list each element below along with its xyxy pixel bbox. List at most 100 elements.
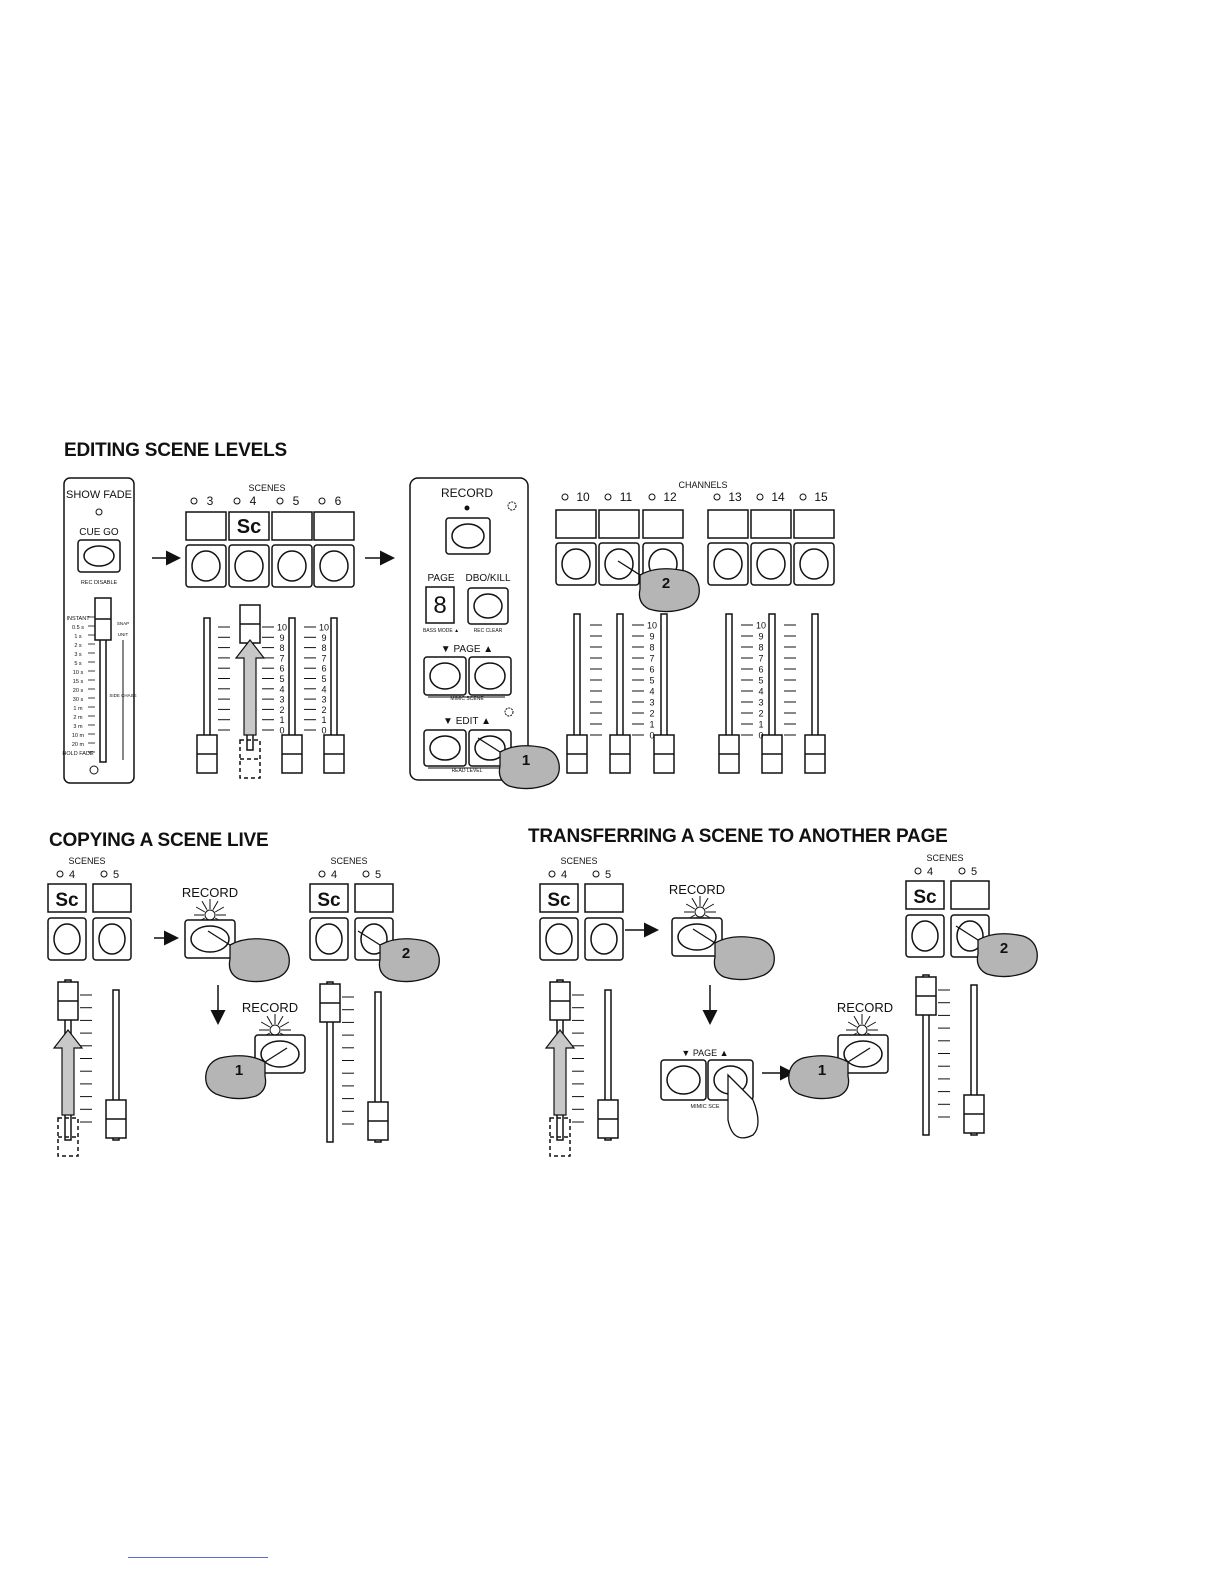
page-down-button-oval [429, 662, 461, 690]
channel-led [604, 493, 612, 501]
channel-number: 12 [663, 490, 677, 504]
transfer-scenes-left-led [592, 870, 600, 878]
copy-scenes-left-number: 4 [69, 869, 75, 881]
scene-led [276, 497, 284, 505]
channel-fader-track [768, 613, 776, 751]
transfer-faders-right-track-b [970, 984, 978, 1136]
channel-scale-b-label: 8 [649, 643, 654, 653]
fade-time-label: 30 s [73, 697, 84, 703]
scene-scale-b-label: 3 [279, 695, 284, 705]
transfer-faders-right-track-a [922, 974, 930, 1136]
scene-led [318, 497, 326, 505]
copy-scenes-right-display [309, 883, 349, 913]
transfer-scenes-left-display [539, 883, 579, 913]
scene-button-oval [191, 550, 221, 582]
copy-raise-arrow [52, 1029, 84, 1116]
transfer-record-label-1: RECORD [669, 882, 725, 897]
scene-scale-c-label: 6 [321, 664, 326, 674]
transfer-scenes-right-button-oval [911, 920, 939, 952]
hand-step-1 [498, 745, 560, 790]
channel-scale-c-label: 2 [758, 709, 763, 719]
transfer-flash-2-ray [847, 1021, 858, 1028]
channel-scale-b-label: 7 [649, 654, 654, 664]
transfer-scenes-left-button-oval [545, 923, 573, 955]
transfer-flash-2-ray [866, 1021, 877, 1028]
transfer-raise-arrow [544, 1029, 576, 1116]
channel-scale-c-label: 5 [758, 676, 763, 686]
transfer-flash-1 [694, 906, 706, 918]
record-led [464, 505, 470, 511]
copy-flash-2-ray [260, 1021, 271, 1028]
channel-led [713, 493, 721, 501]
transfer-scenes-left-button-oval [590, 923, 618, 955]
copy-scenes-right-led [318, 870, 326, 878]
transfer-record-label-2: RECORD [837, 1000, 893, 1015]
copy-flash-2-ray [266, 1015, 273, 1026]
copy-scenes-left-sc: Sc [55, 890, 79, 911]
fade-time-label: INSTANT [66, 616, 90, 622]
scene-display [228, 511, 270, 541]
scene-number: 4 [250, 494, 257, 508]
scene-scale-b-label: 4 [279, 684, 284, 694]
channel-scale-c-label: 1 [758, 720, 763, 730]
copy-scenes-left-led [100, 870, 108, 878]
channel-number: 11 [620, 490, 633, 504]
copy-scenes-right-number: 4 [331, 869, 337, 881]
copy-flash-1-ray [201, 900, 208, 911]
channel-fader-track [660, 613, 668, 751]
transfer-page-row-label: ▼ PAGE ▲ [681, 1048, 728, 1058]
copy-flash-2-ray [279, 1021, 290, 1028]
copy-record-label-2: RECORD [242, 1000, 298, 1015]
channel-fader-track [573, 613, 581, 751]
page-row-label: ▼ PAGE ▲ [441, 644, 493, 655]
fade-time-label: 0.5 s [72, 625, 84, 631]
channel-display [707, 509, 749, 539]
show-fade-corner-led [89, 765, 99, 775]
copy-hand-step-2-finger [357, 930, 381, 946]
transfer-hand-record [713, 936, 775, 981]
transfer-scenes-left-number: 5 [605, 869, 611, 881]
channel-number: 10 [576, 490, 590, 504]
transfer-scenes-left-number: 4 [561, 869, 567, 881]
scene-fader-track [330, 617, 338, 751]
copy-faders-right-track-a [326, 981, 334, 1143]
copy-flash-2 [269, 1024, 281, 1036]
channel-scale-c-label: 0 [758, 731, 763, 741]
copy-hand-step-2-number: 2 [402, 945, 410, 962]
scene-scale-c-label: 1 [321, 715, 326, 725]
transfer-scenes-right-header: SCENES [926, 853, 963, 863]
mimic-scene-label: MIMIC SCENE [450, 696, 484, 702]
scene-scale-c-label: 2 [321, 705, 326, 715]
channel-scale-c-label: 9 [758, 632, 763, 642]
channel-number: 14 [771, 490, 785, 504]
rec-disable-label: REC DISABLE [81, 580, 118, 586]
transfer-scenes-right-sc: Sc [913, 887, 937, 908]
channel-fader-track [725, 613, 733, 751]
edit-down-button-oval [429, 735, 461, 761]
channel-scale-b-label: 4 [649, 687, 654, 697]
transfer-hand-step-2-finger [955, 925, 979, 941]
copy-hand-record-finger [207, 930, 231, 946]
channel-button-oval [756, 548, 786, 580]
fade-time-label: 3 m [73, 724, 83, 730]
scene-scale-c-label: 3 [321, 695, 326, 705]
channel-scale-b-label: 2 [649, 709, 654, 719]
hand-step-2 [638, 568, 700, 613]
transfer-scenes-right-number: 4 [927, 866, 933, 878]
transfer-scenes-left-header: SCENES [560, 856, 597, 866]
transfer-hand-step-2 [976, 933, 1038, 978]
footer-link-rule [128, 1557, 268, 1558]
channel-button-oval [713, 548, 743, 580]
hand-step-1-finger [477, 737, 501, 753]
channel-fader-track [616, 613, 624, 751]
transfer-hand-step-2-number: 2 [1000, 940, 1008, 957]
scene-led [190, 497, 198, 505]
copy-scenes-left-display [92, 883, 132, 913]
scene-display [313, 511, 355, 541]
hand-step-1-number: 1 [522, 752, 530, 769]
scene-scale-c-label: 4 [321, 684, 326, 694]
copy-scenes-right-led [362, 870, 370, 878]
scene-fader-ghost-knob [239, 739, 261, 779]
scene-scale-b-label: 6 [279, 664, 284, 674]
copy-hand-record [228, 938, 290, 983]
